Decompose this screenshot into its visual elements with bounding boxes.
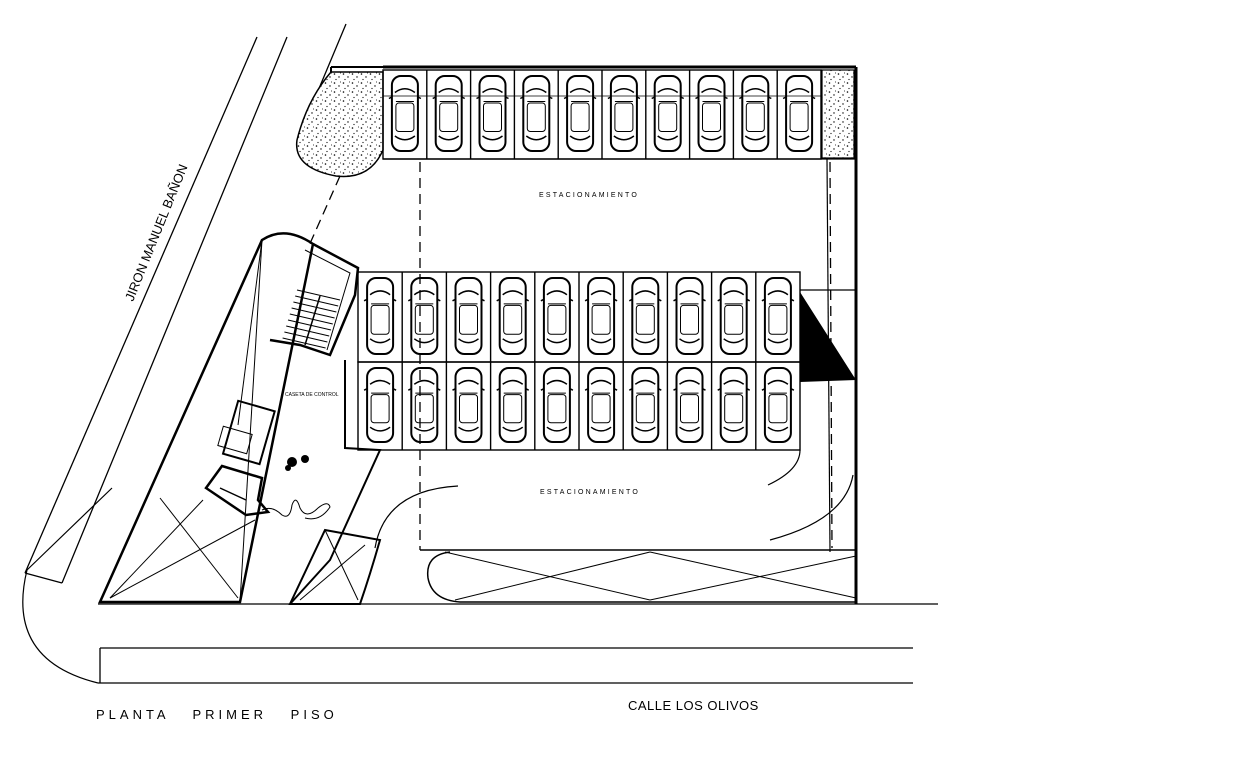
planter-top-right [821, 69, 855, 159]
booth-label: CASETA DE CONTROL [285, 392, 339, 398]
lower-hatch-block [288, 528, 382, 605]
car-icon [717, 367, 751, 443]
car-icon [673, 277, 706, 355]
car-icon [738, 75, 772, 152]
plan-title: PLANTA PRIMER PISO [96, 707, 338, 722]
bottom-planter [426, 551, 857, 603]
car-icon [496, 367, 530, 443]
car-icon [363, 367, 397, 443]
lobby-area [204, 360, 382, 605]
car-icon [540, 367, 574, 443]
stair-tread [296, 289, 341, 301]
car-icon [782, 75, 816, 152]
car-icon [651, 75, 685, 152]
parking-row-top [382, 69, 822, 160]
car-icon [607, 75, 641, 152]
turning-arcs [374, 449, 854, 549]
car-icon [388, 75, 422, 152]
stair-tread [282, 337, 326, 349]
car-icon [673, 367, 706, 443]
car-icon [519, 75, 553, 152]
car-icon [695, 75, 728, 152]
car-icon [496, 277, 530, 355]
stair-tread [287, 319, 332, 331]
car-icon [584, 367, 618, 443]
car-icon [761, 277, 795, 355]
diagonal-street [22, 23, 347, 684]
car-icon [717, 277, 751, 355]
car-icon [432, 75, 466, 152]
parking-upper-label: ESTACIONAMIENTO [539, 192, 639, 199]
stair-divider [304, 295, 321, 346]
car-icon [563, 75, 597, 152]
car-icon [628, 277, 662, 355]
parking-row-lower [357, 361, 801, 451]
stair-tread [295, 295, 339, 307]
parking-rows [357, 69, 822, 451]
car-icon [452, 277, 485, 355]
car-icon [407, 367, 441, 443]
stair-treads [282, 289, 341, 349]
car-icon [584, 277, 618, 355]
car-icon [540, 277, 574, 355]
bottom-street-label: CALLE LOS OLIVOS [628, 698, 759, 713]
stair-tower [98, 232, 360, 604]
stair-tread [286, 325, 330, 337]
car-icon [363, 277, 397, 355]
car-icon [628, 367, 662, 443]
ramp [800, 289, 856, 382]
car-icon [452, 367, 485, 443]
car-icon [476, 75, 509, 152]
stair-tread [289, 313, 333, 325]
stair-tread [293, 301, 337, 313]
stair-tread [284, 331, 328, 343]
stair-tread [291, 307, 335, 319]
car-icon [407, 277, 441, 355]
car-icon [761, 367, 795, 443]
parking-row-middle [357, 271, 801, 363]
planter-top-left [295, 71, 384, 178]
bottom-street [98, 603, 938, 684]
diagonal-street-label: JIRON MANUEL BAÑON [122, 162, 191, 303]
parking-lower-label: ESTACIONAMIENTO [540, 489, 640, 496]
